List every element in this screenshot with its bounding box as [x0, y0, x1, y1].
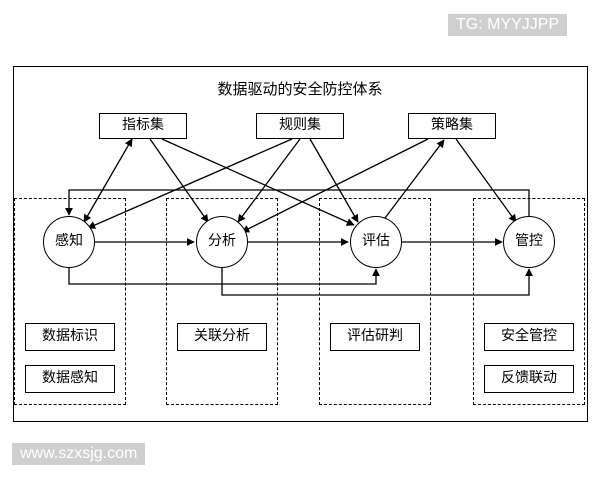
arrow-strategy-analyze: [241, 138, 429, 233]
diagram-frame: [13, 66, 588, 422]
module-data-labeling: 数据标识: [25, 323, 115, 351]
arrow-indicator-perceive: [83, 138, 133, 223]
arrow-rule-perceive: [87, 138, 293, 229]
node-evaluate: 评估: [350, 216, 402, 268]
arrow-evaluate-strategy: [381, 139, 445, 223]
module-feedback-linkage: 反馈联动: [484, 365, 574, 393]
zone-evaluate: [319, 198, 431, 405]
watermark-top: TG: MYYJJPP: [448, 14, 568, 36]
arrow-rule-analyze: [237, 138, 301, 223]
module-correlation-analysis: 关联分析: [177, 323, 267, 351]
module-data-perception: 数据感知: [25, 365, 115, 393]
node-analyze: 分析: [196, 216, 248, 268]
arrow-rule-evaluate: [309, 138, 359, 223]
indicator-set-box: 指标集: [99, 113, 187, 139]
zone-analyze: [166, 198, 278, 405]
arrow-analyze-control: [221, 268, 533, 296]
node-perceive: 感知: [43, 216, 95, 268]
rule-set-box: 规则集: [256, 113, 344, 139]
node-control: 管控: [503, 216, 555, 268]
zone-perceive: [14, 198, 126, 405]
arrow-indicator-analyze: [149, 138, 209, 223]
arrow-strategy-control: [455, 138, 517, 223]
module-security-control: 安全管控: [484, 323, 574, 351]
module-evaluation-judgment: 评估研判: [330, 323, 420, 351]
watermark-bottom: www.szxsjg.com: [12, 443, 146, 465]
strategy-set-box: 策略集: [408, 113, 496, 139]
arrow-feedback-loop: [65, 189, 530, 216]
diagram-title: 数据驱动的安全防控体系: [217, 80, 383, 98]
arrow-indicator-evaluate: [161, 138, 355, 226]
